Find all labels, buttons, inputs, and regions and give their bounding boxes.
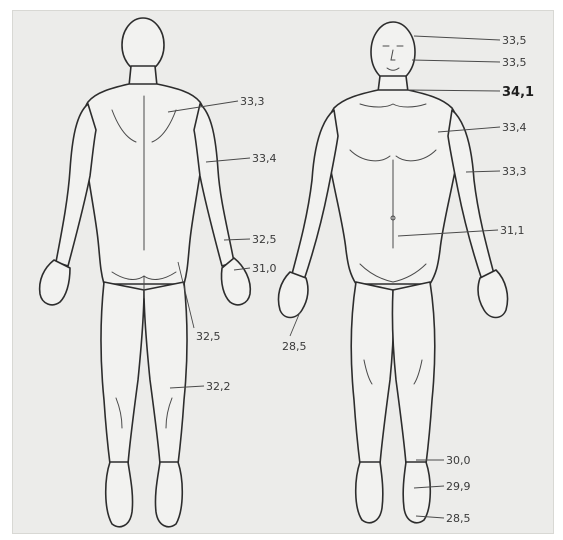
label-abdomen: 31,1 [500,224,525,237]
back-left-foot [106,462,133,527]
back-view-figure [40,18,251,527]
front-right-leg [392,282,434,464]
label-forehead: 33,5 [502,34,527,47]
label-upper-back: 33,3 [240,95,265,108]
front-right-arm [448,110,494,280]
front-right-foot [403,462,430,523]
back-head [122,18,164,72]
back-left-leg [101,282,144,464]
label-fingers: 28,5 [282,340,307,353]
leader-face [412,60,500,62]
label-thigh: 32,5 [196,330,221,343]
label-forearm: 32,5 [252,233,277,246]
back-right-arm [194,104,234,266]
label-neck: 34,1 [502,85,534,100]
label-foot: 29,9 [446,480,471,493]
leader-neck [408,90,500,91]
back-neck [129,66,157,86]
back-left-hand [40,260,70,305]
leader-forehead [414,36,500,40]
front-left-hand [278,272,308,318]
label-hand: 31,0 [252,262,277,275]
label-upper-arm: 33,4 [252,152,277,165]
label-calf: 32,2 [206,380,231,393]
back-right-hand [221,258,250,305]
front-view-figure [278,22,507,523]
front-left-arm [292,110,338,280]
back-right-foot [155,462,182,527]
front-left-foot [356,462,383,523]
label-face: 33,5 [502,56,527,69]
label-upper-arm-front: 33,3 [502,165,527,178]
back-right-leg [144,282,187,464]
label-toes: 28,5 [446,512,471,525]
front-left-leg [351,282,393,464]
front-right-hand [478,270,508,318]
label-ankle: 30,0 [446,454,471,467]
label-chest: 33,4 [502,121,527,134]
